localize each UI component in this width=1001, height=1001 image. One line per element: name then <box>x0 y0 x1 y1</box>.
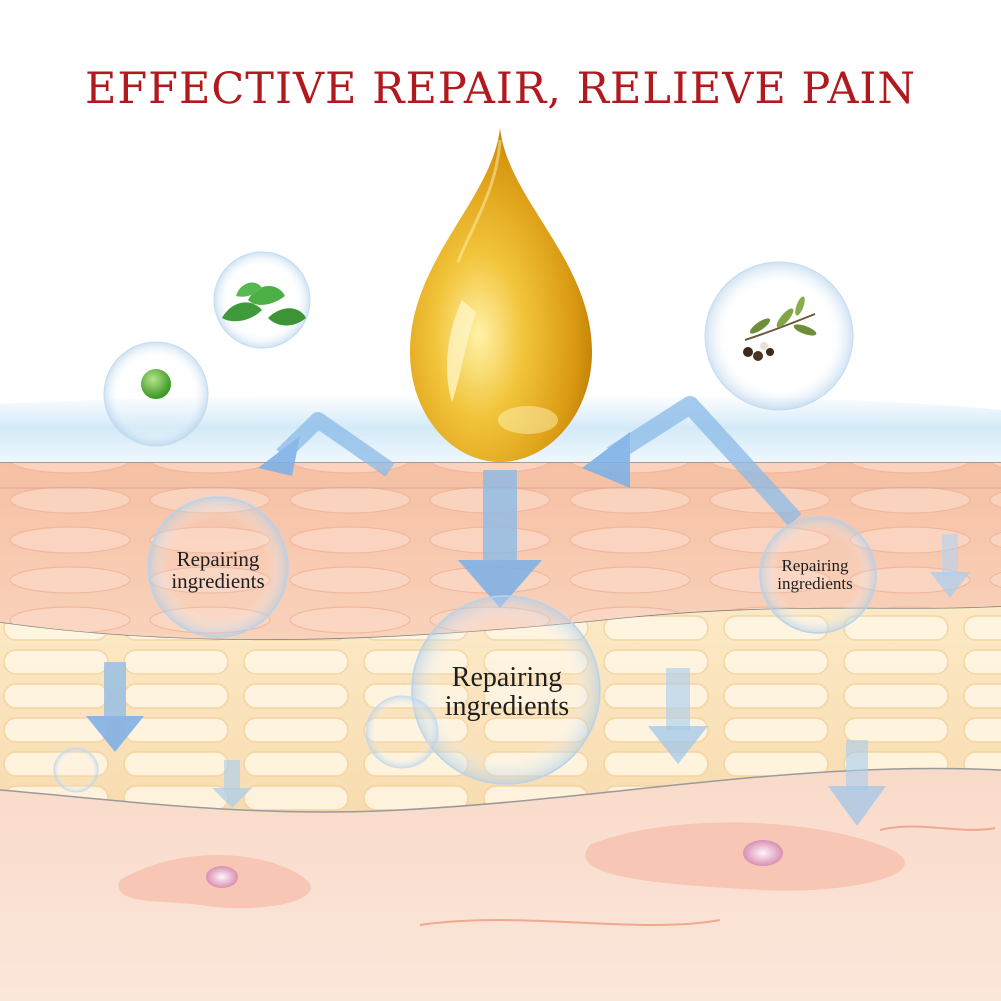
oil-drop-icon <box>410 128 592 462</box>
ingredient-bubble-label-center: Repairing ingredients <box>444 662 570 723</box>
page-title: EFFECTIVE REPAIR, RELIEVE PAIN <box>84 64 917 114</box>
olive-branch-bubble-icon <box>743 296 817 361</box>
absorption-arrows <box>86 396 970 826</box>
mint-leaf-bubble-icon <box>222 282 306 326</box>
green-pill-bubble-icon <box>141 369 171 399</box>
ingredient-bubble-label-left: Repairing ingredients <box>171 547 265 594</box>
ingredient-bubble-label-right: Repairing ingredients <box>777 556 853 593</box>
